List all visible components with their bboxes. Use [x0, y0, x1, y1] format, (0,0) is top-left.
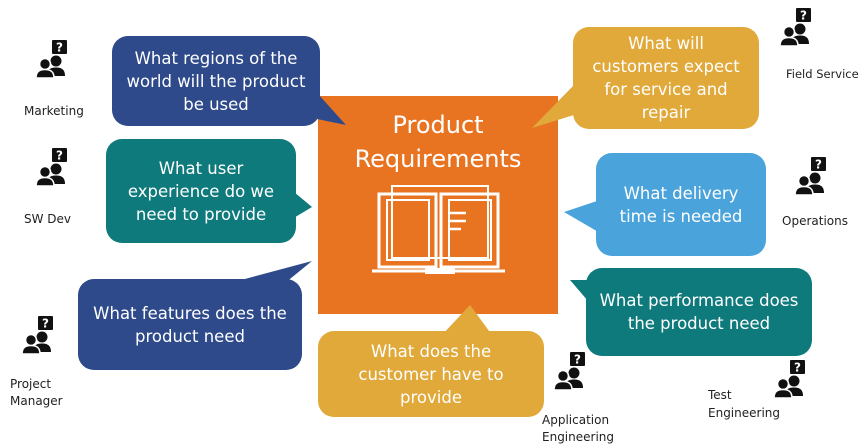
stakeholder-label-marketing: Marketing	[24, 104, 84, 118]
person-question-icon	[35, 39, 68, 79]
question-features: What features does the product need	[93, 304, 287, 346]
question-customer-provide: What does the customer have to provide	[358, 341, 504, 407]
bubble-performance	[570, 268, 812, 356]
question-user-experience: What user experience do we need to provi…	[127, 158, 275, 224]
bubble-delivery	[564, 153, 766, 256]
bubble-features	[78, 261, 312, 370]
question-regions: What regions of the world will the produ…	[126, 48, 306, 114]
question-performance: What performance does the product need	[599, 291, 799, 333]
stakeholder-label-operations: Operations	[782, 214, 848, 228]
person-question-icon	[21, 315, 54, 355]
stakeholder-label-field-service: Field Service	[786, 67, 859, 81]
bubble-customer-provide	[318, 305, 544, 417]
stakeholder-label-sw-dev: SW Dev	[24, 212, 72, 226]
bubble-service	[532, 27, 759, 129]
question-service: What will customers expect for service a…	[592, 34, 740, 122]
person-question-icon	[794, 156, 827, 196]
book-icon	[372, 185, 505, 274]
stakeholder-label-test-engineering: Test Engineering	[708, 388, 780, 420]
person-question-icon	[779, 7, 812, 47]
stakeholder-label-application-engineering: Application Engineering	[542, 413, 614, 444]
bubble-regions	[112, 36, 346, 126]
product-requirements-box	[318, 96, 558, 314]
question-delivery: What delivery time is needed	[619, 183, 743, 226]
person-question-icon	[35, 147, 68, 187]
stakeholder-label-project-manager: Project Manager	[10, 377, 63, 408]
bubble-user-experience	[106, 139, 312, 243]
person-question-icon	[553, 351, 586, 391]
center-title: Product Requirements	[354, 111, 522, 173]
